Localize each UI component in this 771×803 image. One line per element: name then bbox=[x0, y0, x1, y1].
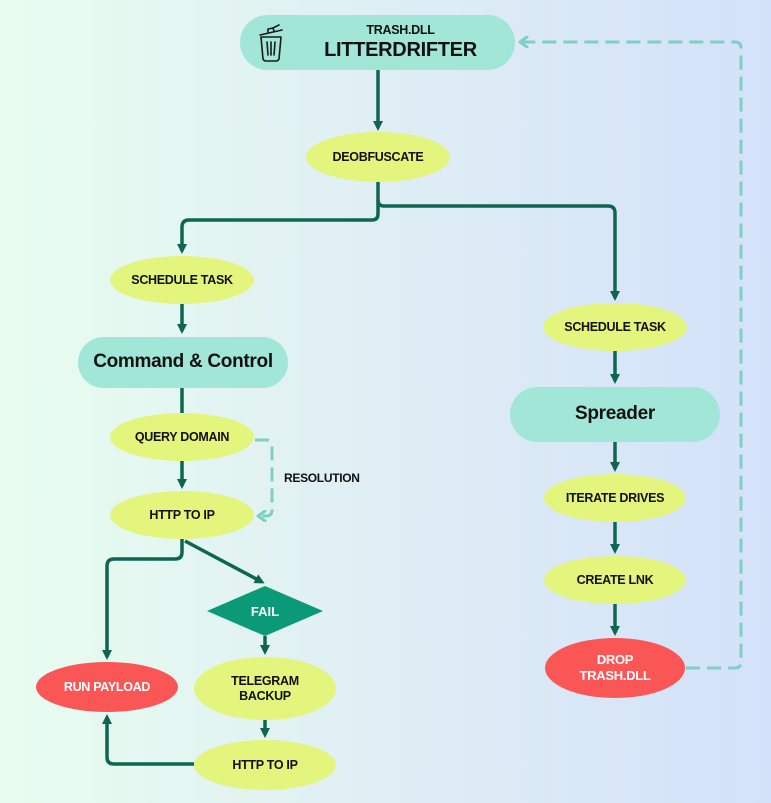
edge-deobfuscate-to-schedule-left bbox=[177, 182, 380, 254]
node-label-line2: BACKUP bbox=[239, 688, 291, 703]
node-label: QUERY DOMAIN bbox=[134, 429, 230, 444]
node-query-domain[interactable]: QUERY DOMAIN bbox=[110, 413, 254, 461]
edge-http2-to-runpayload bbox=[102, 714, 194, 766]
node-label: Spreader bbox=[575, 403, 655, 425]
node-http-to-ip-backup[interactable]: HTTP TO IP bbox=[194, 740, 336, 790]
edge-http-to-fail bbox=[184, 539, 265, 584]
title-subtitle: TRASH.DLL bbox=[366, 23, 435, 37]
node-command-and-control[interactable]: Command & Control bbox=[78, 337, 288, 388]
node-label-line1: TELEGRAM bbox=[231, 673, 299, 688]
node-spreader[interactable]: Spreader bbox=[510, 387, 720, 442]
node-telegram-backup[interactable]: TELEGRAM BACKUP bbox=[194, 657, 336, 720]
node-label: FAIL bbox=[250, 603, 280, 619]
node-label: SCHEDULE TASK bbox=[131, 272, 233, 287]
node-label: CREATE LNK bbox=[576, 572, 654, 587]
litterdrifter-title-node[interactable]: TRASH.DLL LITTERDRIFTER bbox=[240, 15, 515, 70]
node-deobfuscate[interactable]: DEOBFUSCATE bbox=[306, 132, 450, 182]
node-label: HTTP TO IP bbox=[232, 757, 298, 772]
node-iterate-drives[interactable]: ITERATE DRIVES bbox=[544, 474, 686, 522]
node-drop-trash-dll[interactable]: DROP TRASH.DLL bbox=[545, 638, 685, 698]
node-fail[interactable]: FAIL bbox=[207, 586, 323, 636]
node-schedule-task-left[interactable]: SCHEDULE TASK bbox=[110, 256, 254, 304]
node-schedule-task-right[interactable]: SCHEDULE TASK bbox=[543, 303, 687, 351]
node-http-to-ip[interactable]: HTTP TO IP bbox=[110, 491, 254, 539]
edge-drop-to-title-dashed bbox=[520, 42, 743, 670]
edge-label-resolution: RESOLUTION bbox=[284, 471, 360, 485]
node-label: DEOBFUSCATE bbox=[332, 149, 424, 164]
fail-diamond-shape bbox=[207, 586, 323, 636]
node-label: HTTP TO IP bbox=[149, 507, 215, 522]
edge-http-to-runpayload bbox=[102, 539, 184, 660]
node-label: SCHEDULE TASK bbox=[564, 319, 666, 334]
node-label: ITERATE DRIVES bbox=[565, 490, 665, 505]
edge-deobfuscate-to-schedule-right bbox=[376, 199, 620, 301]
node-label: Command & Control bbox=[93, 351, 273, 373]
node-create-lnk[interactable]: CREATE LNK bbox=[544, 556, 686, 604]
node-label-line2: TRASH.DLL bbox=[579, 668, 651, 683]
title-main: LITTERDRIFTER bbox=[324, 39, 477, 61]
trash-can-icon bbox=[258, 24, 284, 67]
node-label: RUN PAYLOAD bbox=[63, 679, 151, 694]
node-label-line1: DROP bbox=[596, 652, 634, 668]
edge-resolution-dashed bbox=[255, 438, 274, 516]
node-run-payload[interactable]: RUN PAYLOAD bbox=[36, 662, 178, 712]
